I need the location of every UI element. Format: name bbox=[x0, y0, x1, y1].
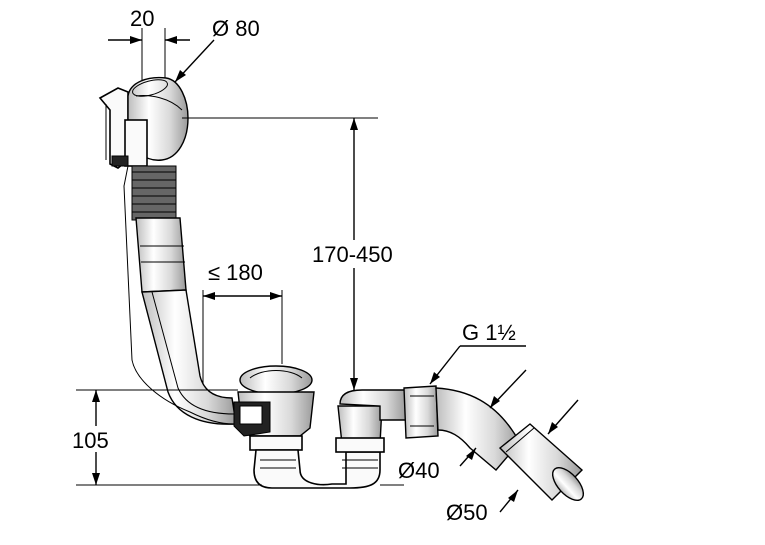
dim-label-170-450: 170-450 bbox=[312, 242, 393, 267]
flex-corrugation bbox=[131, 165, 177, 221]
dim-label-d40: Ø40 bbox=[398, 458, 440, 483]
dim-label-20: 20 bbox=[130, 6, 154, 31]
dim-label-g1half: G 1½ bbox=[462, 320, 516, 345]
dim-overflow-diameter: Ø 80 bbox=[174, 16, 260, 83]
overflow-assembly bbox=[98, 76, 189, 293]
dim-overflow-width: 20 bbox=[108, 6, 190, 100]
dim-outlet-leaders: Ø40 Ø50 bbox=[398, 369, 579, 525]
dim-max-offset: ≤ 180 bbox=[202, 260, 283, 384]
dim-label-d80: Ø 80 bbox=[212, 16, 260, 41]
waste-valve-assembly bbox=[233, 365, 439, 489]
dim-height-range: 170-450 bbox=[182, 117, 408, 390]
dim-thread: G 1½ bbox=[429, 320, 526, 385]
dim-label-105: 105 bbox=[72, 428, 109, 453]
overflow-pipe bbox=[141, 289, 237, 425]
outlet-pipe bbox=[435, 387, 585, 501]
bowden-cable bbox=[123, 165, 235, 425]
dim-label-d50: Ø50 bbox=[446, 500, 488, 525]
dim-bath-height: 105 bbox=[70, 389, 404, 486]
dim-label-max180: ≤ 180 bbox=[208, 260, 263, 285]
